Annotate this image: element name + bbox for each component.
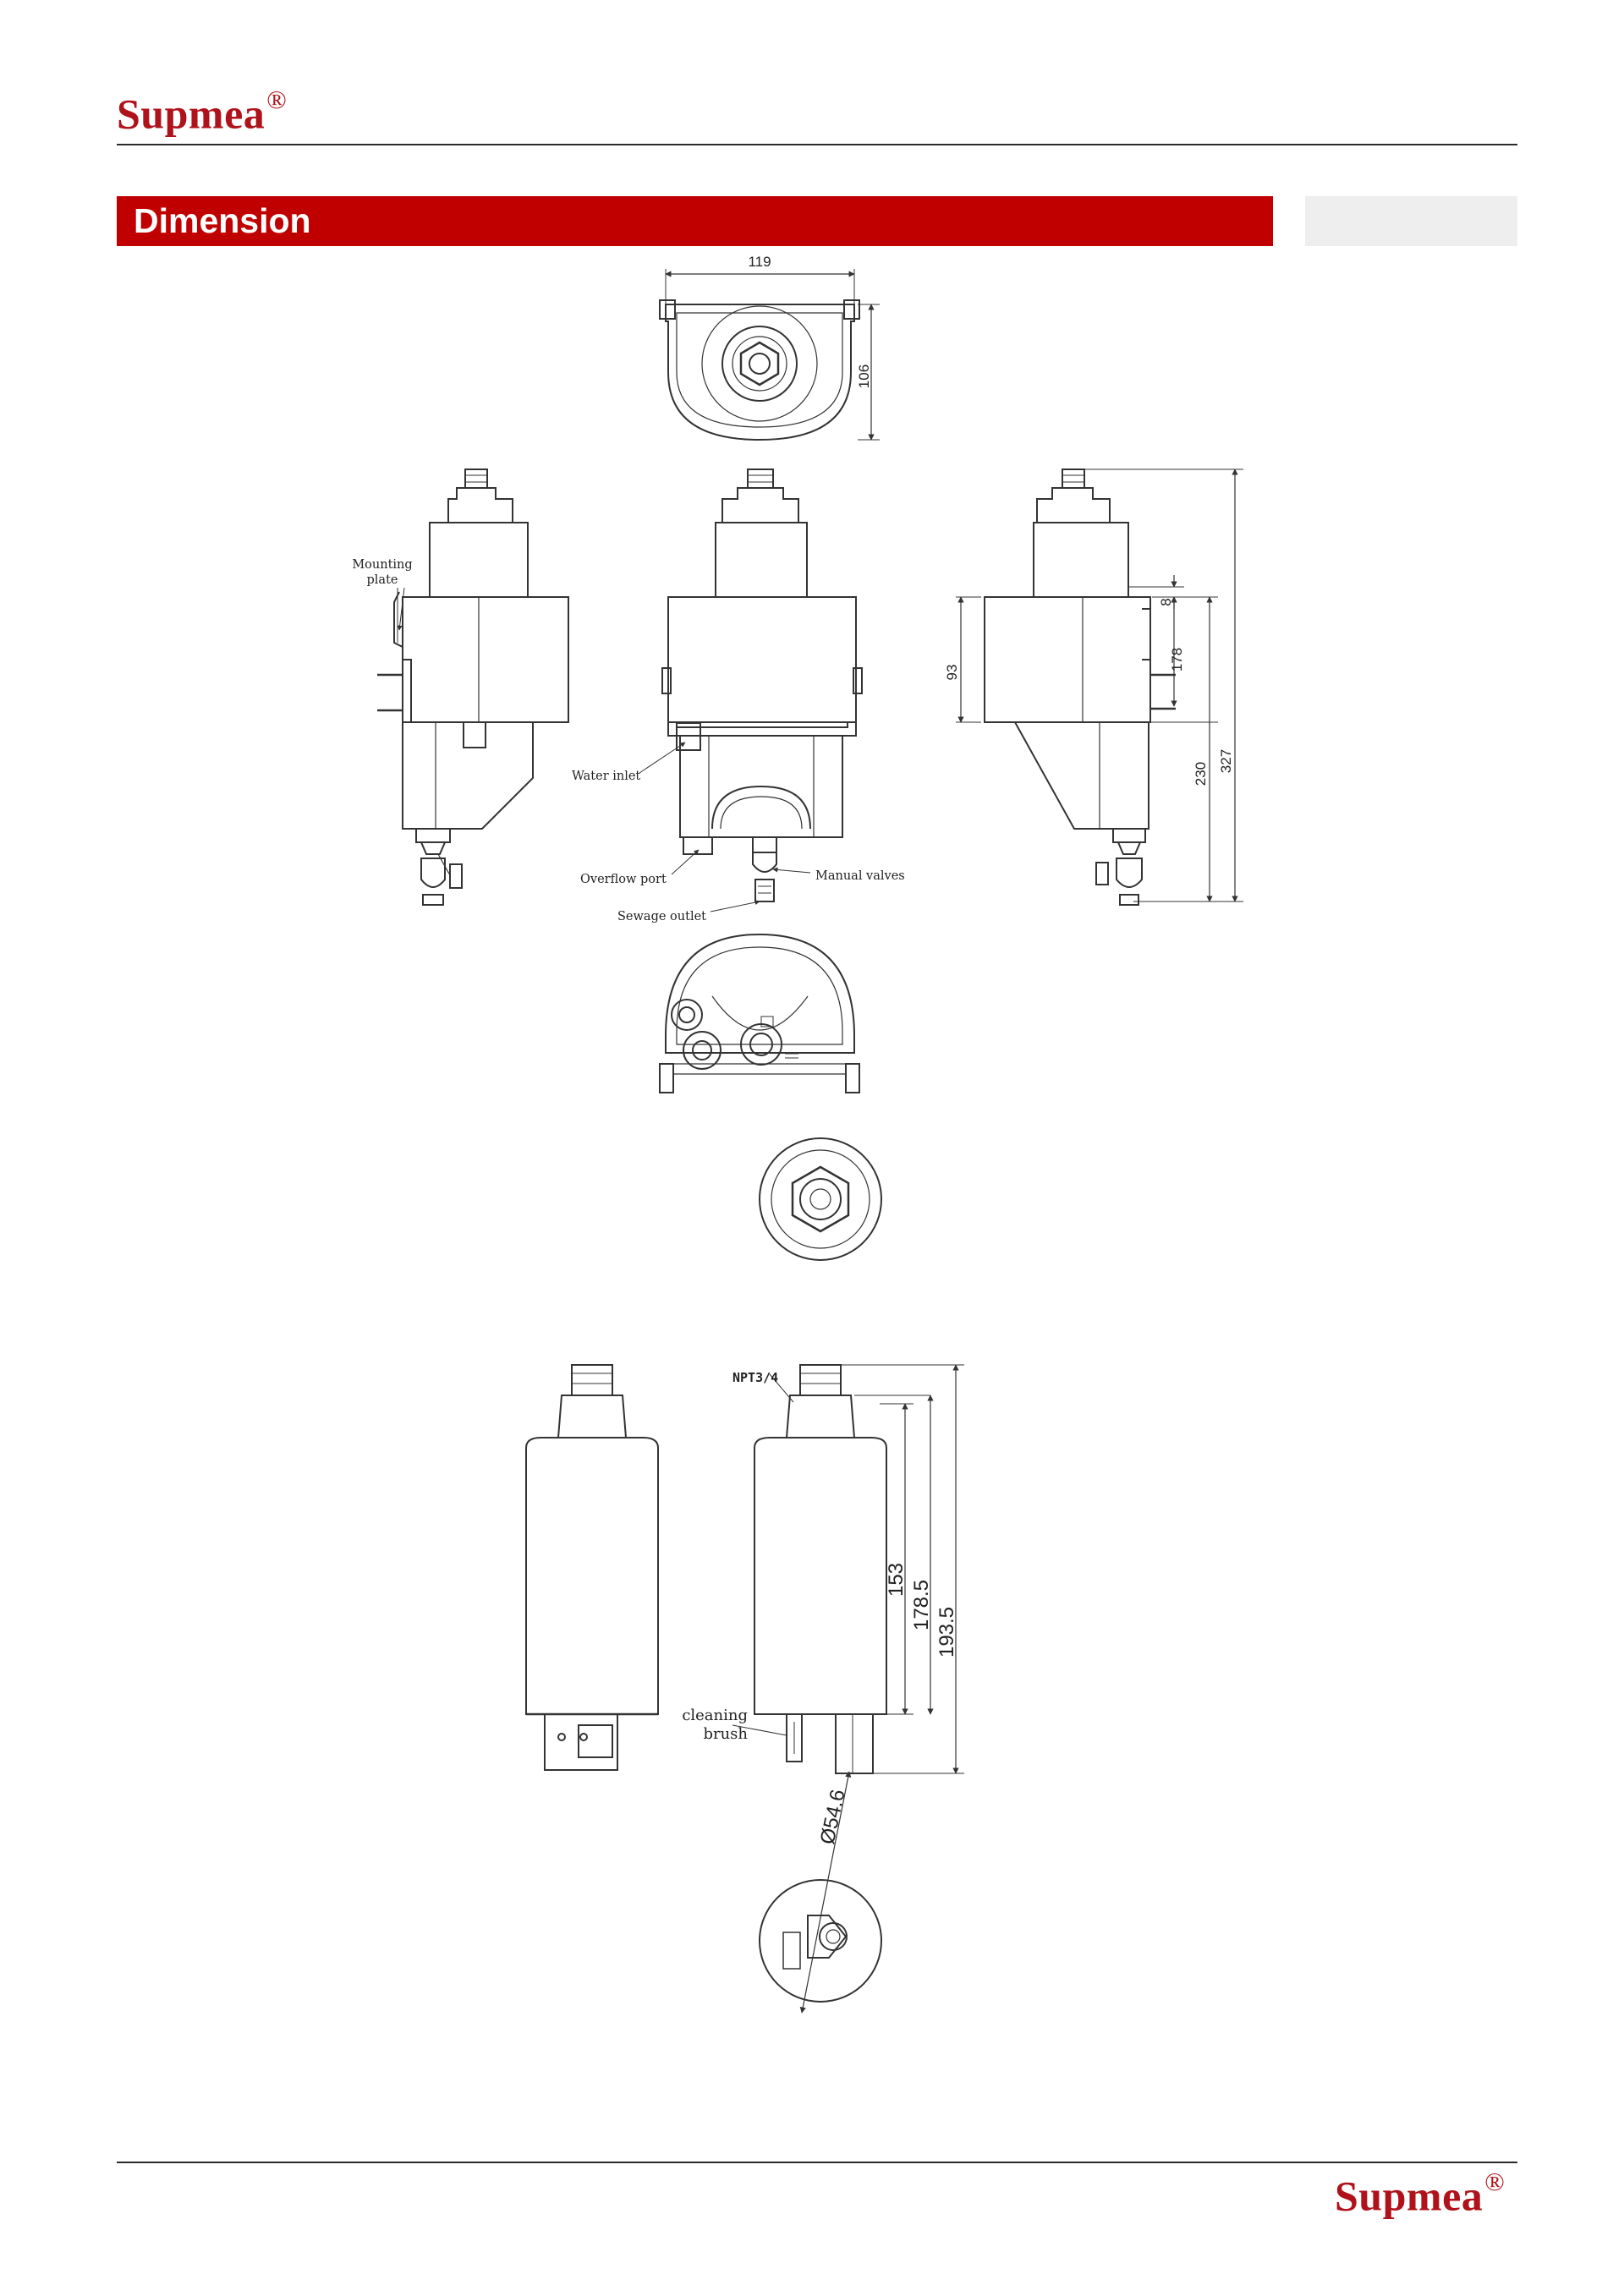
brand-logo-top: Supmea® <box>117 85 287 138</box>
drawing-flow-cell <box>377 269 1243 1093</box>
brand-name: Supmea <box>1335 2172 1484 2220</box>
label-npt-thread: NPT3/4 <box>732 1370 778 1385</box>
right-side-view <box>956 469 1243 906</box>
connector-top-view <box>759 1137 882 1261</box>
brand-name: Supmea <box>117 90 266 138</box>
registered-mark: ® <box>266 85 288 114</box>
front-view <box>661 469 863 902</box>
dim-height-8: 8 <box>1158 598 1174 606</box>
label-water-inlet: Water inlet <box>572 770 640 783</box>
brand-logo-bottom: Supmea® <box>1335 2167 1505 2220</box>
dim-height-230: 230 <box>1193 762 1209 786</box>
dim-height-153: 153 <box>885 1563 908 1597</box>
dim-top-depth: 106 <box>856 364 872 388</box>
sensor-right-view <box>732 1364 964 1774</box>
section-header-accent <box>1305 196 1517 246</box>
dim-height-193-5: 193.5 <box>935 1607 958 1658</box>
sensor-bottom-view <box>759 1771 882 2014</box>
drawing-immersion-sensor <box>525 1137 964 2014</box>
label-overflow-port: Overflow port <box>580 873 667 886</box>
section-title: Dimension <box>134 201 311 240</box>
bottom-view <box>659 933 860 1093</box>
dim-height-327: 327 <box>1218 749 1234 773</box>
label-sewage-outlet: Sewage outlet <box>617 910 706 923</box>
top-view <box>659 269 880 441</box>
footer-divider <box>117 2162 1517 2163</box>
dim-diameter: Ø54.6 <box>816 1788 850 1847</box>
label-manual-valves: Manual valves <box>815 869 905 883</box>
sensor-left-view <box>525 1364 659 1771</box>
dim-top-width: 119 <box>748 254 771 270</box>
section-header-bar: Dimension <box>117 196 1273 246</box>
header-divider <box>117 144 1517 145</box>
left-side-view <box>377 469 569 906</box>
dim-height-178: 178 <box>1169 648 1185 671</box>
registered-mark: ® <box>1484 2167 1506 2196</box>
dim-height-93: 93 <box>944 665 960 681</box>
dim-height-178-5: 178.5 <box>910 1580 933 1630</box>
